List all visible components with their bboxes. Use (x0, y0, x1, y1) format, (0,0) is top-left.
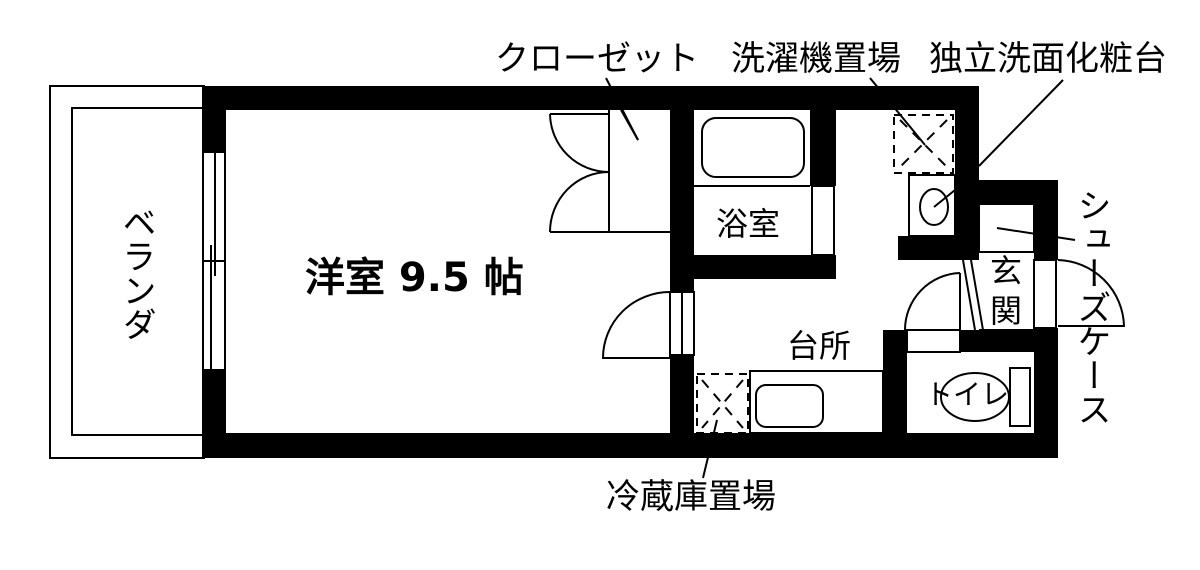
room-door (601, 291, 695, 359)
entrance (903, 203, 1126, 353)
vanity (908, 174, 956, 237)
entrance-label-top: 玄 (990, 252, 1023, 290)
toilet-fixture (940, 367, 1031, 427)
walls (202, 86, 1058, 458)
shoe-case-label: シューズケース (1071, 188, 1111, 426)
washer-space-label: 洗濯機置場 (731, 39, 901, 79)
kitchen-label: 台所 (787, 327, 852, 365)
sliding-window (202, 151, 226, 371)
western-room-label: 洋室 9.5 帖 (305, 255, 524, 301)
closet-label: クローゼット (495, 39, 699, 79)
vanity-label: 独立洗面化粧台 (929, 39, 1167, 79)
bathroom-label: 浴室 (716, 205, 781, 243)
kitchen-counter (749, 370, 884, 434)
fridge-space (696, 373, 749, 434)
bathtub (694, 117, 835, 256)
closet (549, 109, 670, 233)
entrance-label-bottom: 関 (990, 292, 1023, 330)
toilet-label: トイレ (925, 378, 1010, 411)
veranda-label: ベランダ (116, 205, 156, 341)
washer-space (893, 114, 954, 174)
leader-lines (605, 77, 1076, 479)
fridge-space-label: 冷蔵庫置場 (606, 477, 776, 517)
